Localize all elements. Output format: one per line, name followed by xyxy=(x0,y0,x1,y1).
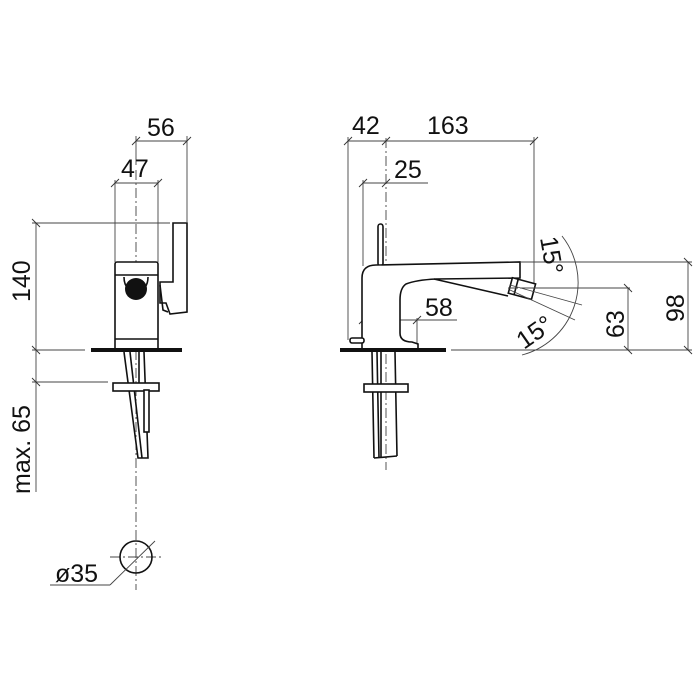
tick xyxy=(683,257,693,267)
tick xyxy=(381,178,391,188)
tick xyxy=(381,136,391,146)
fixing-nut xyxy=(112,382,160,392)
angle-line-lower xyxy=(509,284,583,306)
pop-up-knob xyxy=(349,337,365,344)
outlet-nozzle xyxy=(125,278,147,300)
side-lever xyxy=(377,223,384,267)
dim-140-text: 140 xyxy=(8,260,36,302)
spout-underside xyxy=(433,278,509,297)
dim-42-text: 42 xyxy=(352,112,380,140)
angle-down-text: 15° xyxy=(511,310,558,355)
dim-47-text: 47 xyxy=(121,155,149,183)
front-view: 56 47 140 max. 65 ø35 xyxy=(8,114,192,590)
tick xyxy=(110,178,120,188)
angle-line-low2 xyxy=(509,289,576,321)
tick xyxy=(683,345,693,355)
dim-65-text: max. 65 xyxy=(8,405,36,494)
side-view: 42 163 25 58 63 98 15° 15° xyxy=(340,112,693,470)
dim-163-text: 163 xyxy=(427,112,469,140)
tick xyxy=(412,315,422,325)
dim-58-text: 58 xyxy=(425,294,453,322)
tick xyxy=(623,283,633,293)
tick xyxy=(623,345,633,355)
tick xyxy=(153,178,163,188)
dim-56-text: 56 xyxy=(147,114,175,142)
side-fixing-nut xyxy=(363,383,409,393)
tick xyxy=(31,218,41,228)
tick xyxy=(529,136,539,146)
hose-end xyxy=(373,455,398,459)
tick xyxy=(182,136,192,146)
side-hoses xyxy=(371,351,398,459)
dim-63-text: 63 xyxy=(602,310,630,338)
front-hose-inner xyxy=(129,351,143,459)
angle-arc xyxy=(521,235,579,356)
lever-link xyxy=(159,284,169,313)
tick xyxy=(131,136,141,146)
front-lever xyxy=(159,222,188,315)
angle-up-text: 15° xyxy=(534,234,568,276)
hole-circle xyxy=(119,540,153,574)
dim-35-text: ø35 xyxy=(55,560,98,588)
dia-leader-diag xyxy=(109,540,156,586)
tick xyxy=(358,178,368,188)
tick xyxy=(31,377,41,387)
dim-25-text: 25 xyxy=(394,156,422,184)
side-spout-body xyxy=(361,261,521,351)
tick xyxy=(343,136,353,146)
rod xyxy=(143,389,150,433)
dim-98-text: 98 xyxy=(662,294,690,322)
